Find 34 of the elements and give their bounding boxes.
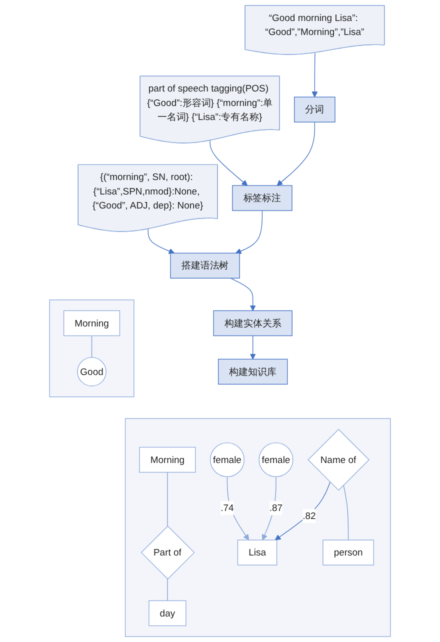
node-diamond: Part of	[140, 526, 195, 580]
cluster	[124, 418, 391, 637]
connector	[91, 335, 92, 358]
arrow	[250, 335, 256, 360]
node-box: 搭建语法树	[170, 252, 240, 279]
arrow	[210, 140, 248, 186]
edge-label: .82	[302, 510, 316, 522]
node-circle: Good	[77, 357, 106, 386]
arrow	[262, 476, 276, 540]
arrow	[276, 122, 316, 186]
node-circle: female	[258, 442, 294, 478]
node-box: 分词	[294, 96, 336, 122]
node-box: Morning	[63, 310, 120, 336]
node-box: Lisa	[237, 540, 278, 566]
arrow	[226, 476, 250, 540]
node-box: day	[148, 600, 186, 626]
arrow	[230, 278, 256, 311]
node-box: 构建实体关系	[213, 310, 292, 336]
arrow	[235, 210, 263, 254]
node-box: Morning	[139, 446, 196, 473]
edge-label: .87	[269, 502, 283, 514]
edge-label: .74	[220, 502, 234, 514]
arrow	[312, 52, 318, 98]
arrow	[274, 482, 330, 540]
arrow	[148, 228, 175, 254]
connector	[343, 484, 349, 540]
connector	[167, 578, 168, 602]
node-box: 构建知识库	[218, 358, 288, 385]
node-diamond: Name of	[308, 428, 370, 491]
node-box: 标签标注	[232, 185, 292, 211]
connector	[167, 472, 168, 526]
node-circle: female	[210, 442, 244, 478]
cluster	[49, 300, 134, 398]
node-box: person	[322, 540, 374, 566]
